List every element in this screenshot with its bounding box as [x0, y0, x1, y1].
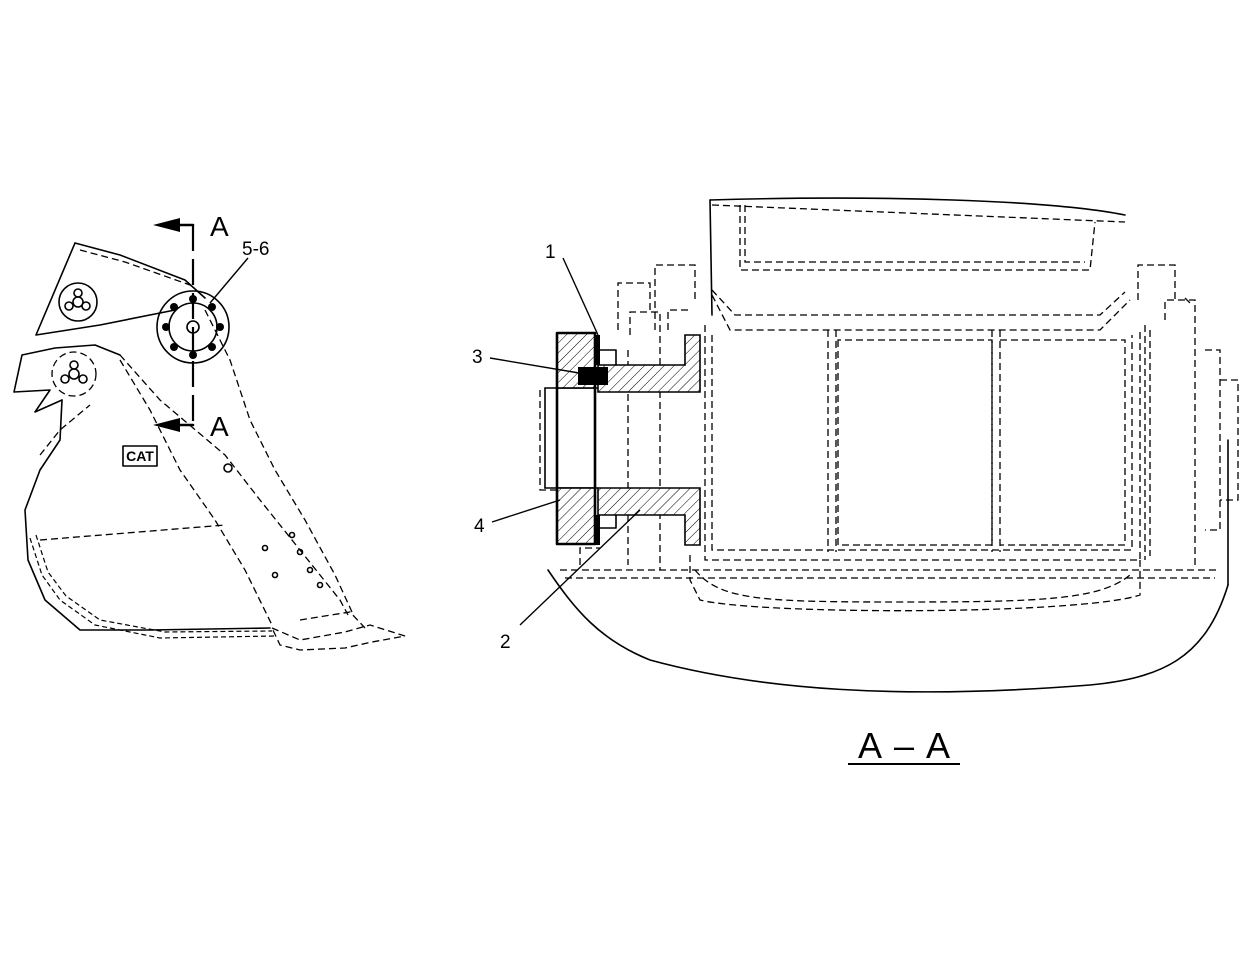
callout-3: 3: [472, 347, 586, 375]
section-marker-top: A: [210, 211, 229, 242]
svg-text:4: 4: [474, 516, 485, 537]
bushing: [597, 334, 701, 546]
svg-text:2: 2: [500, 632, 511, 653]
callout-2: 2: [500, 509, 641, 653]
section-title: A – A: [848, 725, 960, 766]
bucket-side-view: CAT: [13, 211, 406, 651]
callout-1: 1: [545, 242, 599, 336]
pin: [544, 387, 599, 489]
lower-hinge-pin: [51, 351, 97, 397]
callout-5-6: 5-6: [209, 239, 269, 304]
section-a-a-view: 1 3 4 2 A – A: [472, 197, 1239, 766]
svg-text:3: 3: [472, 347, 483, 368]
retainer-plate: [555, 331, 600, 546]
cat-logo: CAT: [122, 445, 158, 467]
callout-4: 4: [474, 499, 561, 537]
svg-text:5-6: 5-6: [242, 239, 269, 260]
side-holes: [223, 463, 324, 589]
section-line-a: A A: [153, 211, 229, 442]
svg-text:A – A: A – A: [858, 725, 952, 766]
section-marker-bottom: A: [210, 411, 229, 442]
svg-text:1: 1: [545, 242, 556, 263]
shim: [578, 367, 608, 385]
upper-link-pin: [58, 282, 98, 322]
svg-text:CAT: CAT: [126, 448, 154, 464]
